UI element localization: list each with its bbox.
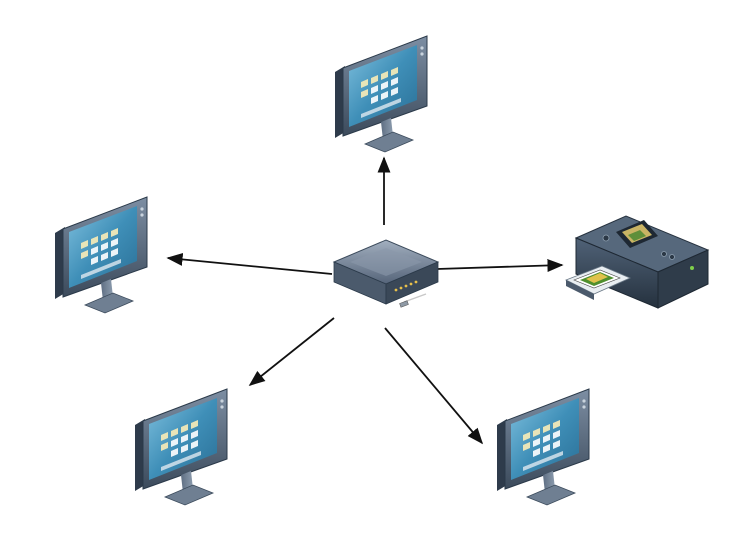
connection-arrows xyxy=(166,156,564,445)
edge-router-to-monitor-left xyxy=(166,252,333,275)
edge-router-to-printer xyxy=(436,258,564,272)
monitor-left-icon xyxy=(54,196,148,314)
monitor-top-icon xyxy=(334,35,428,153)
edge-router-to-monitor-bottom-left xyxy=(248,317,335,387)
monitor-bottom-left-icon xyxy=(134,388,228,506)
printer-icon xyxy=(565,215,710,309)
edge-router-to-monitor-bottom-right xyxy=(384,327,484,445)
monitor-bottom-right-icon xyxy=(496,388,590,506)
router-icon xyxy=(332,239,440,308)
